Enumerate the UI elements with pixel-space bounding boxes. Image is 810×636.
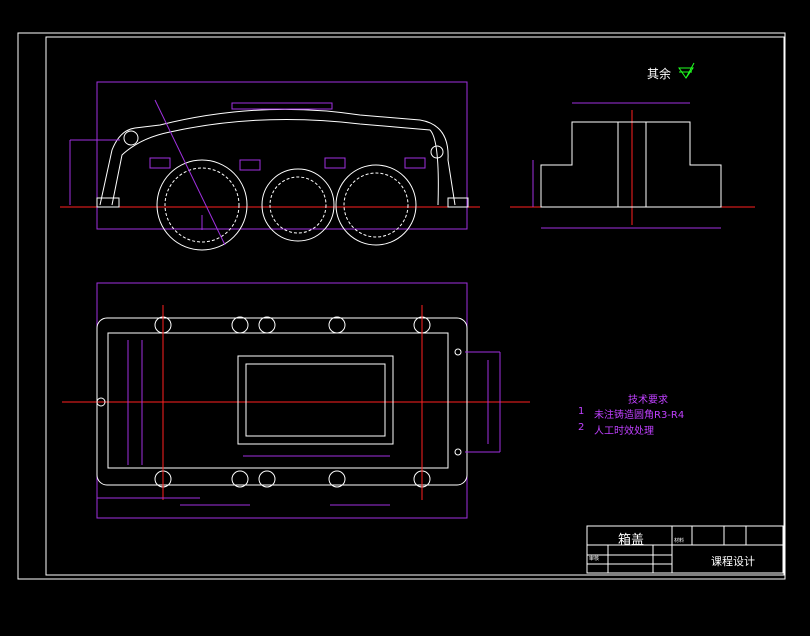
project-name: 课程设计 bbox=[711, 555, 755, 568]
tech-req-text-1: 未注铸造圆角R3-R4 bbox=[594, 410, 685, 421]
title-block bbox=[586, 525, 784, 574]
material-label: 材料 bbox=[674, 538, 685, 544]
tech-req-num-1: 1 bbox=[578, 406, 585, 417]
side-view bbox=[510, 102, 755, 229]
tech-req-title: 技术要求 bbox=[628, 395, 668, 406]
review-label: 审核 bbox=[589, 556, 600, 562]
front-view bbox=[60, 81, 480, 251]
top-view bbox=[62, 282, 530, 519]
tech-req-num-2: 2 bbox=[578, 422, 585, 433]
part-name: 箱盖 bbox=[618, 533, 645, 548]
drawing-frame bbox=[17, 32, 786, 580]
surface-note-label: 其余 bbox=[647, 67, 672, 81]
roughness-icon bbox=[678, 62, 695, 79]
tech-req-text-2: 人工时效处理 bbox=[594, 426, 654, 437]
